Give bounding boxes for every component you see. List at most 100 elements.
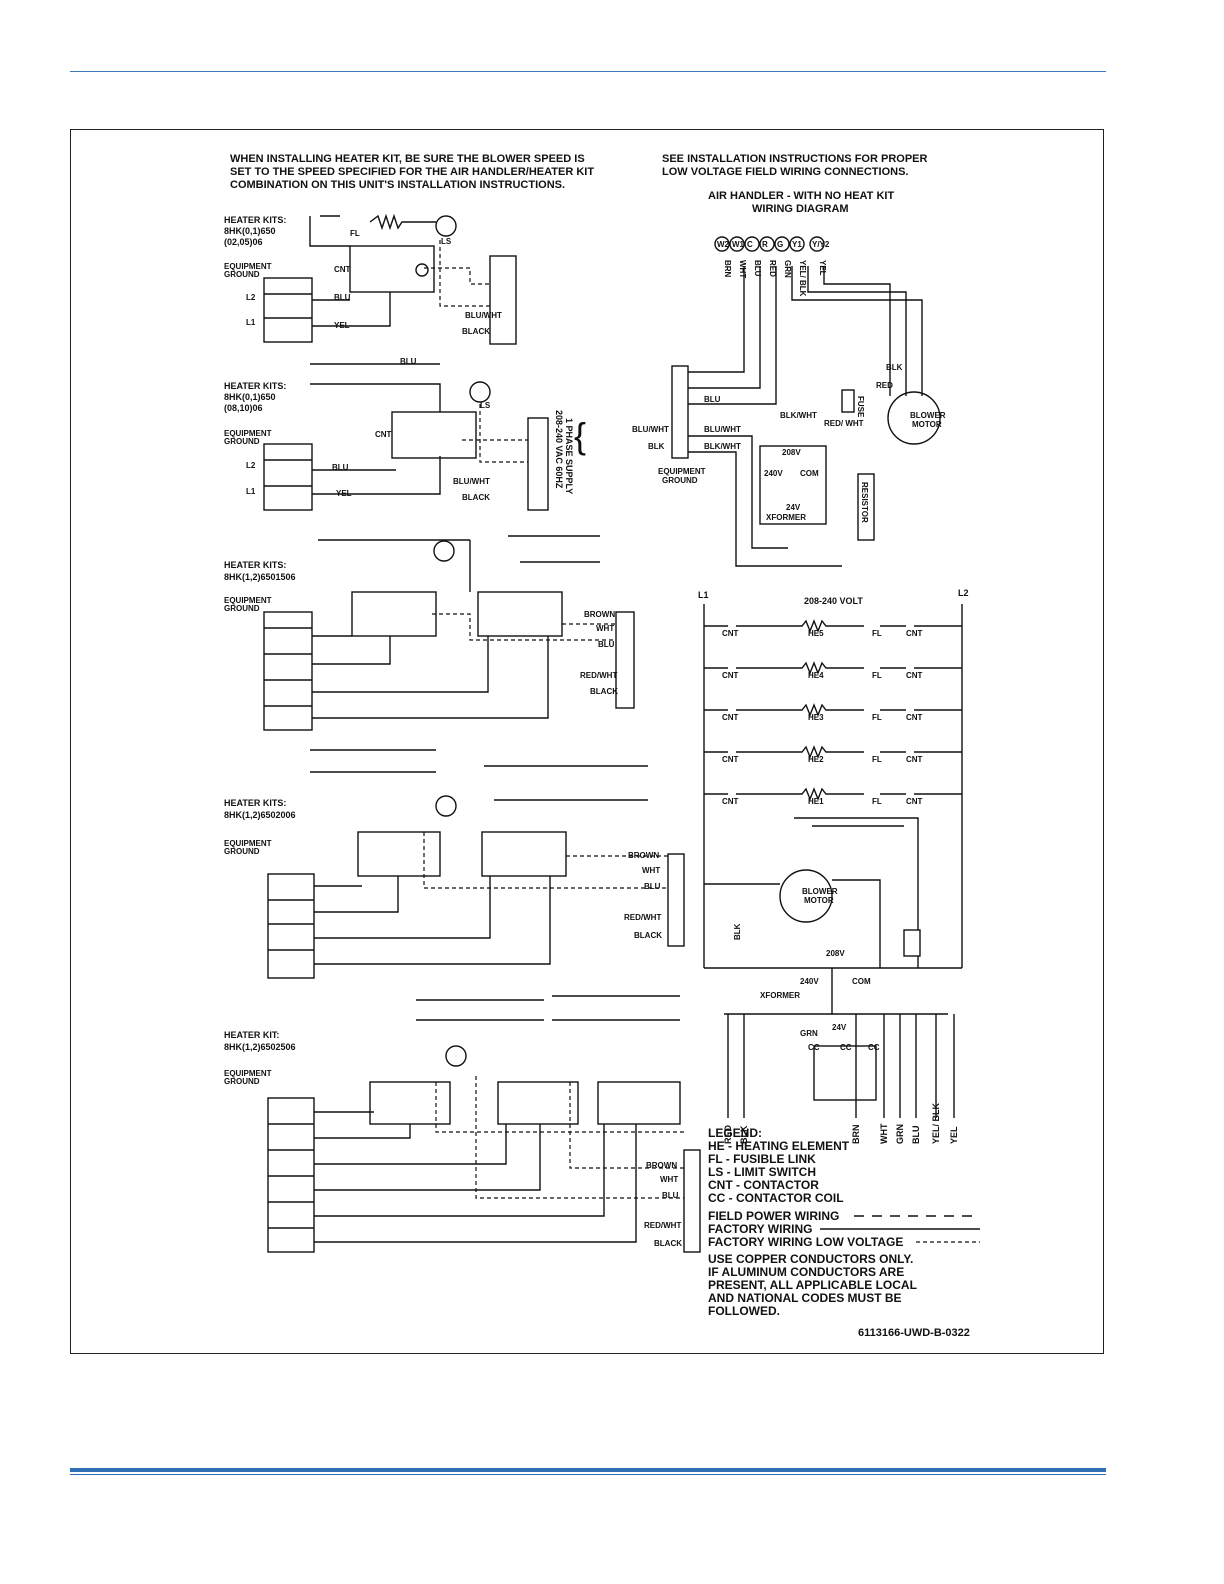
no-heat-title-line2: WIRING DIAGRAM bbox=[752, 203, 849, 215]
bottom-wire-label: BLU bbox=[911, 1126, 921, 1145]
kit3-plug bbox=[615, 611, 635, 709]
ladder-fl: FL bbox=[872, 671, 882, 680]
kit1-contactor bbox=[349, 245, 435, 293]
kit3-brown-wire: BROWN bbox=[584, 610, 615, 619]
no-heat-redwht: BLU/WHT bbox=[632, 425, 669, 434]
ladder-motor-label1: BLOWER bbox=[802, 887, 838, 896]
kit4-contactor-a bbox=[357, 831, 441, 877]
kit1-title-line1: HEATER KITS: bbox=[224, 215, 286, 225]
kit2-l2-label: L2 bbox=[246, 461, 256, 470]
xformer-com: COM bbox=[800, 469, 819, 478]
xformer-24v: 24V bbox=[786, 503, 801, 512]
bottom-wire-label: WHT bbox=[879, 1123, 889, 1144]
kit2-contactor bbox=[391, 411, 477, 459]
bottom-wire-label: YEL bbox=[949, 1126, 959, 1144]
kit2-redwht-wire: BLU/WHT bbox=[453, 477, 490, 486]
kit1-ls-label: LS bbox=[441, 237, 452, 246]
thermostat-wire-label: YEL bbox=[818, 260, 827, 276]
terminal-y1 bbox=[789, 236, 805, 252]
kit3-contactor-b bbox=[477, 591, 563, 637]
kit2-he2-label: BLU bbox=[400, 357, 417, 366]
part-number: 6113166-UWD-B-0322 bbox=[858, 1327, 970, 1339]
header-rule bbox=[70, 71, 1106, 72]
terminal-label: W1 bbox=[732, 240, 745, 249]
ladder-he: HE3 bbox=[808, 713, 824, 722]
ladder-blower-motor-icon bbox=[779, 869, 833, 923]
terminal-r bbox=[759, 236, 775, 252]
ladder-he: HE2 bbox=[808, 755, 824, 764]
kit5-title-line1: HEATER KIT: bbox=[224, 1030, 279, 1040]
bottom-wire-label: BRN bbox=[851, 1125, 861, 1145]
blower-note-line1: WHEN INSTALLING HEATER KIT, BE SURE THE … bbox=[230, 153, 585, 165]
kit1-l2-label: L2 bbox=[246, 293, 256, 302]
bottom-wire-label: GRN bbox=[895, 1124, 905, 1144]
kit1-cnt-label: CNT bbox=[334, 265, 351, 274]
kit5-blu-wire: BLU bbox=[662, 1191, 679, 1200]
lowvolt-note-line2: LOW VOLTAGE FIELD WIRING CONNECTIONS. bbox=[662, 166, 908, 178]
kit3-redwht-wire: RED/WHT bbox=[580, 671, 617, 680]
thermostat-wire-label: YEL/ BLK bbox=[798, 260, 807, 297]
kit2-limit-switch-icon bbox=[469, 381, 491, 403]
heater-kit-1: HEATER KITS: 8HK(0,1)650 (02,05)06 EQUIP… bbox=[224, 213, 517, 345]
copper-note-4: AND NATIONAL CODES MUST BE bbox=[708, 1291, 902, 1305]
legend: LEGEND: HE - HEATING ELEMENT FL - FUSIBL… bbox=[708, 1126, 980, 1339]
kit4-terminal-block bbox=[267, 873, 315, 979]
thermostat-wire-label: BLU bbox=[753, 260, 762, 277]
blower-speed-note: WHEN INSTALLING HEATER KIT, BE SURE THE … bbox=[230, 153, 594, 191]
kit3-ground-label2: GROUND bbox=[224, 604, 260, 613]
kit1-terminal-block bbox=[263, 277, 313, 343]
kit4-black-wire: BLACK bbox=[634, 931, 662, 940]
bottom-wire-label: YEL/ BLK bbox=[931, 1102, 941, 1144]
ladder-volt-label: 208-240 VOLT bbox=[804, 596, 863, 606]
legend-cnt: CNT - CONTACTOR bbox=[708, 1178, 819, 1192]
kit5-title-line2: 8HK(1,2)6502506 bbox=[224, 1042, 296, 1052]
kit3-black-wire: BLACK bbox=[590, 687, 618, 696]
xformer-label: XFORMER bbox=[766, 513, 806, 522]
ladder-cnt-left: CNT bbox=[722, 797, 739, 806]
no-heat-ground2: GROUND bbox=[662, 476, 698, 485]
kit3-title-line2: 8HK(1,2)6501506 bbox=[224, 572, 296, 582]
terminal-g bbox=[774, 236, 790, 252]
kit5-plug bbox=[683, 1149, 701, 1253]
diagram-frame bbox=[70, 129, 1104, 1354]
terminal-y-y2 bbox=[809, 236, 825, 252]
kit1-limit-switch-icon bbox=[435, 215, 457, 237]
kit1-title-line2: 8HK(0,1)650 bbox=[224, 226, 276, 236]
fuse-label: FUSE bbox=[856, 396, 865, 418]
no-heat-blu: BLU bbox=[704, 395, 721, 404]
kit3-ground-label1: EQUIPMENT bbox=[224, 596, 272, 605]
kit5-contactor-b bbox=[497, 1081, 579, 1125]
kit5-black-wire: BLACK bbox=[654, 1239, 682, 1248]
copper-note-3: PRESENT, ALL APPLICABLE LOCAL bbox=[708, 1278, 917, 1292]
motor-red: RED bbox=[876, 381, 893, 390]
no-heat-blkwht2: BLK/WHT bbox=[780, 411, 817, 420]
terminal-w2 bbox=[714, 236, 730, 252]
fuse bbox=[841, 389, 855, 413]
legend-factory-lv: FACTORY WIRING LOW VOLTAGE bbox=[708, 1235, 903, 1249]
terminal-label: R bbox=[762, 240, 768, 249]
ladder-cnt-left: CNT bbox=[722, 671, 739, 680]
kit1-fl-label: FL bbox=[350, 229, 360, 238]
kit1-l1-label: L1 bbox=[246, 318, 256, 327]
ladder-cnt-right: CNT bbox=[906, 797, 923, 806]
legend-ls: LS - LIMIT SWITCH bbox=[708, 1165, 816, 1179]
cc-label-1: CC bbox=[808, 1043, 820, 1052]
contactor-coils bbox=[813, 1045, 877, 1101]
ladder-resistor bbox=[903, 929, 921, 957]
terminal-label: G bbox=[777, 240, 783, 249]
no-heat-ground1: EQUIPMENT bbox=[658, 467, 706, 476]
supply-line1: 208-240 VAC 60HZ bbox=[554, 410, 564, 489]
heater-kit-2: HEATER KITS: 8HK(0,1)650 (08,10)06 EQUIP… bbox=[224, 357, 586, 511]
kit1-title-line3: (02,05)06 bbox=[224, 237, 263, 247]
kit5-terminal-block bbox=[267, 1097, 315, 1253]
heater-kit-3: HEATER KITS: 8HK(1,2)6501506 EQUIPMENT G… bbox=[224, 535, 635, 731]
transformer bbox=[759, 445, 827, 525]
ladder-cnt-right: CNT bbox=[906, 671, 923, 680]
thermostat-wire-label: GRN bbox=[783, 260, 792, 278]
ladder-cnt-right: CNT bbox=[906, 629, 923, 638]
kit4-limit-switch-icon bbox=[435, 795, 457, 817]
ladder-208v: 208V bbox=[826, 949, 845, 958]
